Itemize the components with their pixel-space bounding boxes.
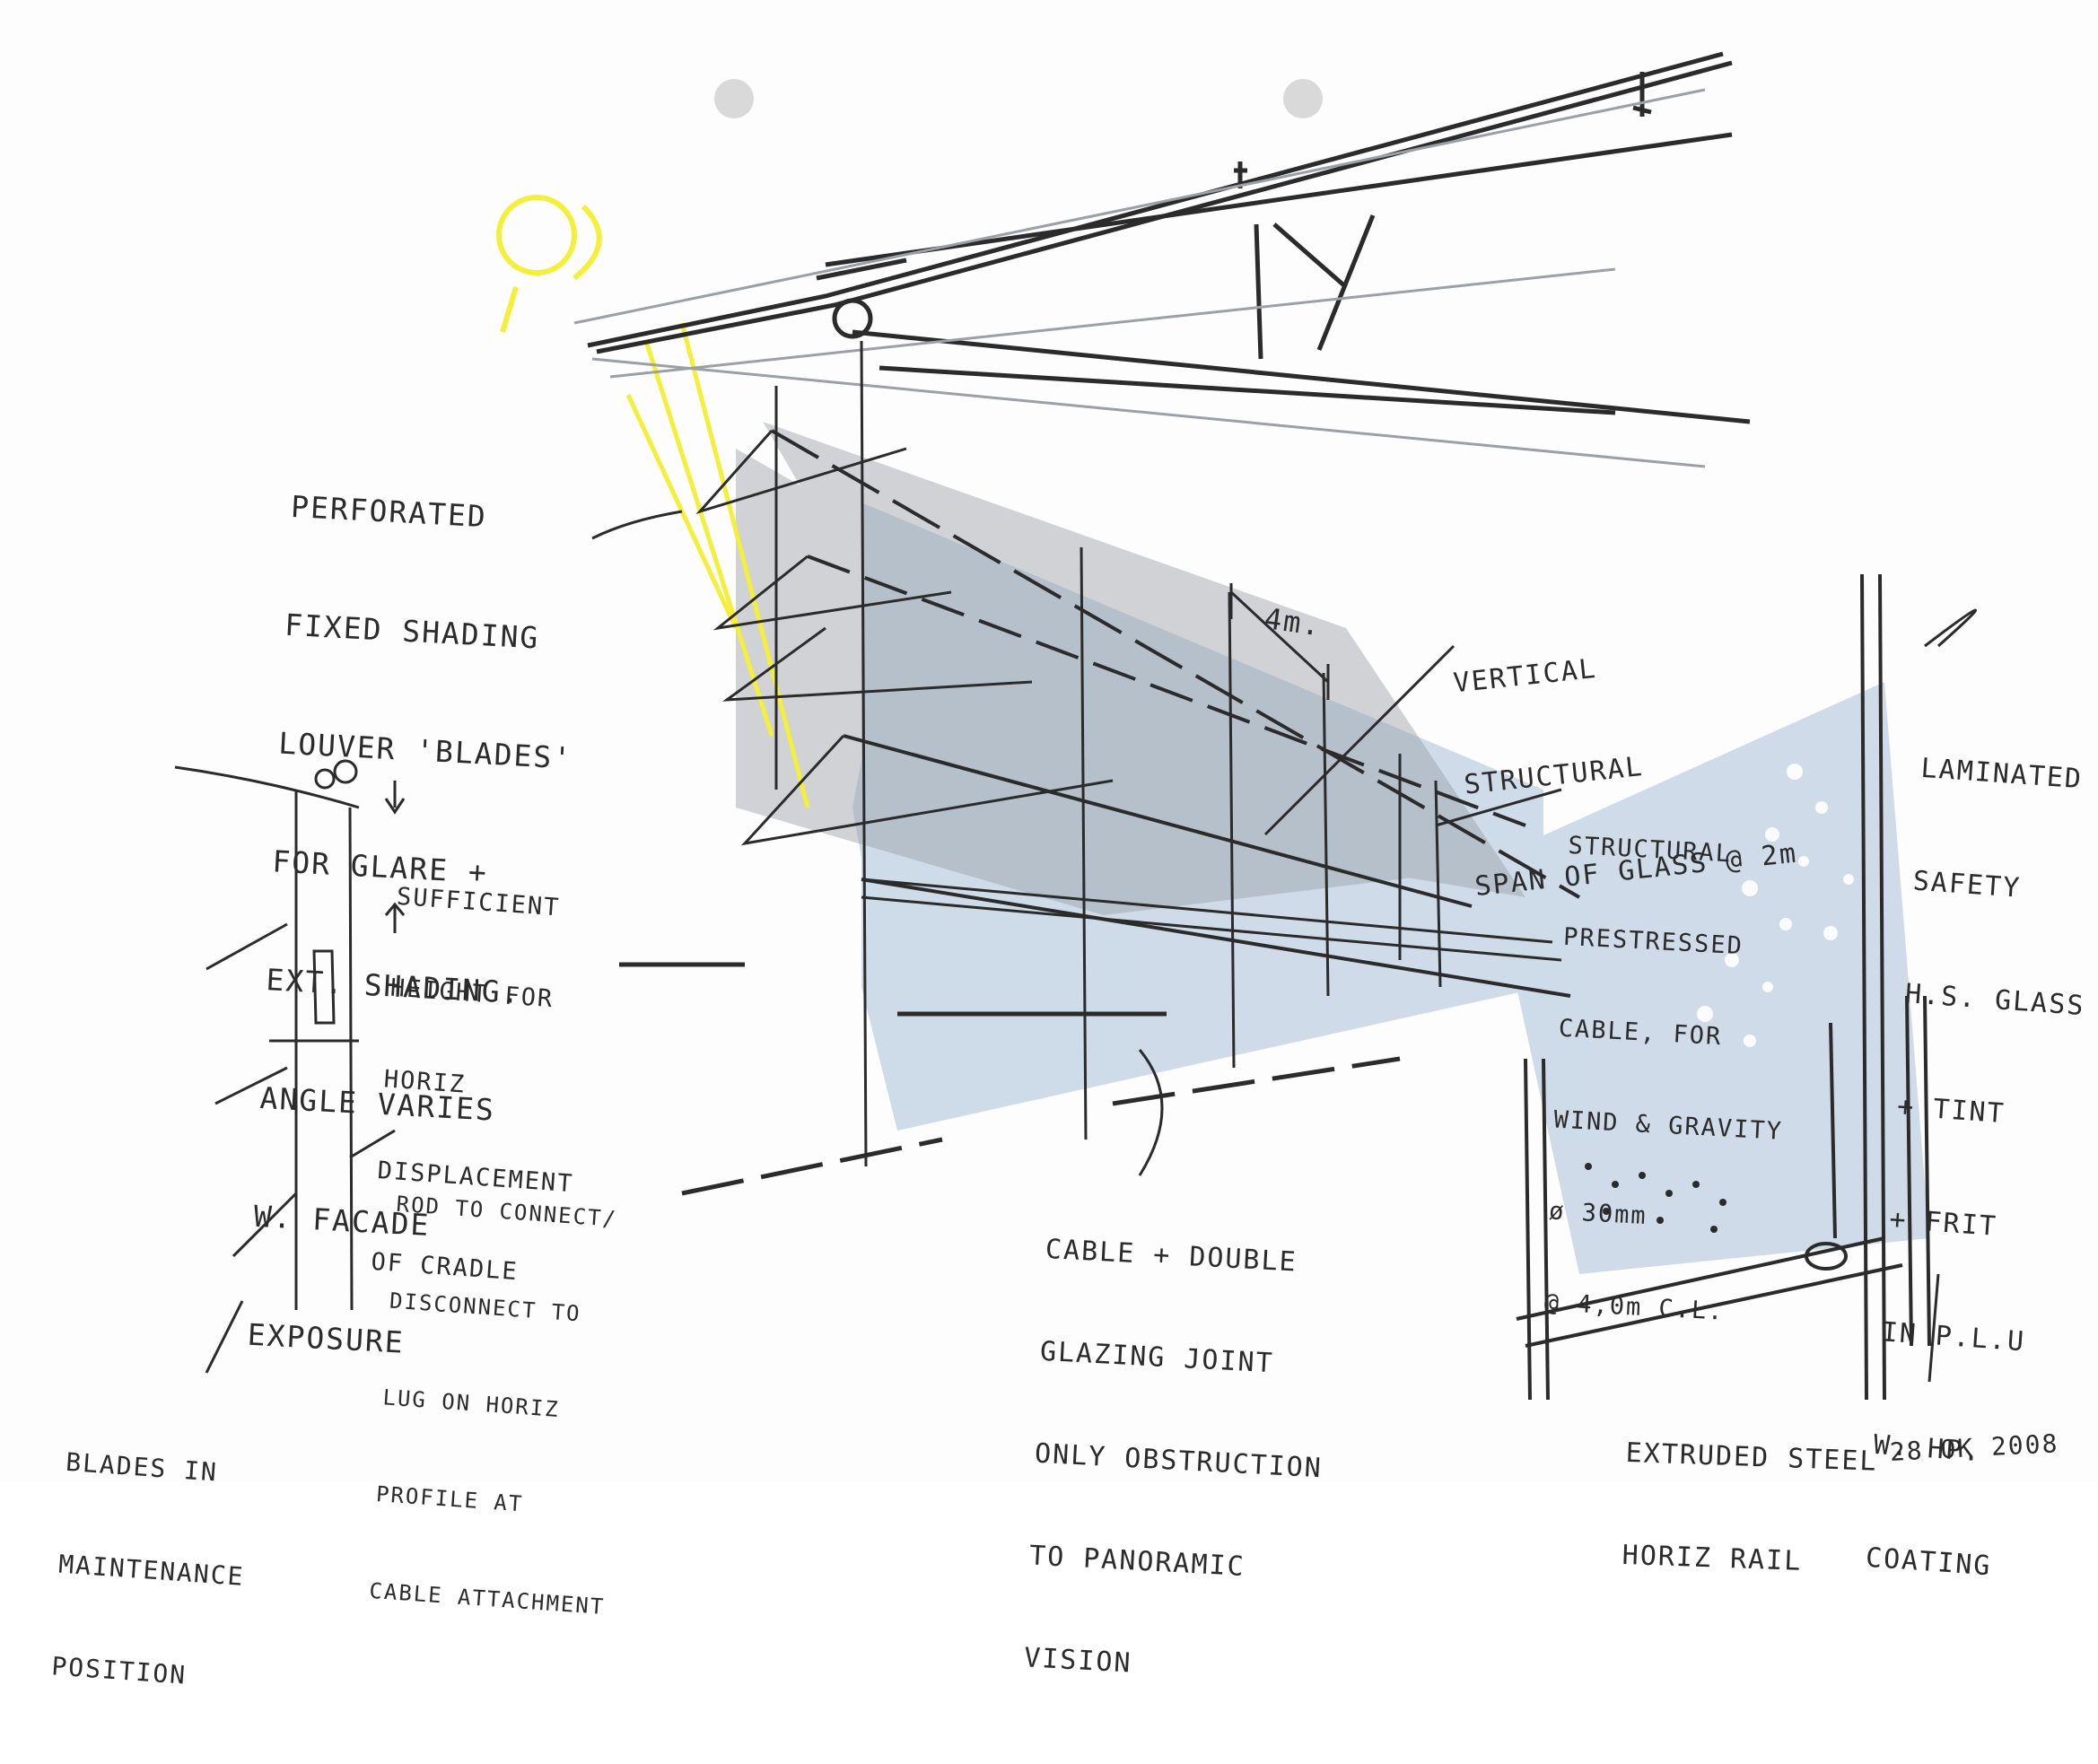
annotation-line: SAFETY <box>1911 865 2023 904</box>
annotation-line: GLAZING JOINT <box>1039 1335 1275 1380</box>
annotation-line: BLADES IN <box>65 1446 219 1488</box>
steel-rail-annotation: EXTRUDED STEEL HORIZ RAIL <box>1619 1368 1880 1650</box>
annotation-line: TO PANORAMIC <box>1028 1540 1246 1583</box>
annotation-line: WIND & GRAVITY <box>1552 1105 1784 1146</box>
annotation-line: DISCONNECT TO <box>389 1288 582 1327</box>
annotation-line: PRESTRESSED <box>1562 922 1744 961</box>
annotation-line: PERFORATED <box>290 488 488 535</box>
annotation-line: COATING <box>1864 1541 1993 1583</box>
frit-dots <box>1697 764 1854 1047</box>
annotation-line: CABLE + DOUBLE <box>1045 1233 1298 1279</box>
annotation-line: LUG ON HORIZ <box>381 1384 561 1422</box>
foreground-glass-mullion <box>1516 573 1931 1401</box>
annotation-line: MAINTENANCE <box>57 1549 246 1592</box>
foreground-frit-marks <box>1585 1163 1726 1233</box>
leader-lines <box>205 510 1977 1383</box>
pencil-roof-lines <box>573 88 1706 468</box>
vertical-cables <box>774 340 1442 1167</box>
dimension-marker <box>1229 583 1330 700</box>
sun-icon <box>496 195 602 333</box>
annotation-line: EXTRUDED STEEL <box>1625 1437 1879 1478</box>
annotation-line: IN P.L.U <box>1880 1316 2027 1358</box>
pencil-shading <box>736 422 1525 915</box>
annotation-line: FIXED SHADING <box>284 607 541 656</box>
annotation-line: HEIGHT FOR <box>389 974 555 1014</box>
annotation-line: HORIZ RAIL <box>1622 1539 1803 1577</box>
annotation-line: PROFILE AT <box>375 1481 525 1517</box>
annotation-line: + FRIT <box>1888 1203 1998 1243</box>
rod-connection-annotation: ROD TO CONNECT/ DISCONNECT TO LUG ON HOR… <box>363 1123 637 1688</box>
annotation-line: POSITION <box>50 1651 188 1690</box>
facade-sketch-drawing <box>174 51 1977 1401</box>
binder-hole <box>1283 79 1323 118</box>
annotation-line: HORIZ <box>382 1065 468 1099</box>
annotation-line: CABLE, FOR <box>1558 1014 1724 1052</box>
annotation-line: @ 4,0m C.L. <box>1543 1288 1726 1326</box>
sketch-sheet: PERFORATED FIXED SHADING LOUVER 'BLADES'… <box>50 51 2086 1690</box>
roof-truss <box>587 51 1751 424</box>
annotation-line: ROD TO CONNECT/ <box>395 1191 618 1232</box>
glass-blue-wash <box>852 502 1929 1274</box>
annotation-line: ONLY OBSTRUCTION <box>1034 1437 1324 1485</box>
glass-slope-lines <box>770 429 1581 998</box>
louver-blades <box>695 430 1562 962</box>
annotation-line: LOUVER 'BLADES' <box>277 725 574 776</box>
annotation-line: CABLE ATTACHMENT <box>368 1577 607 1620</box>
annotation-line: ø 30mm <box>1548 1197 1648 1231</box>
annotation-line: H.S. GLASS <box>1903 978 2086 1023</box>
annotation-line: VISION <box>1023 1642 1133 1680</box>
annotation-line: SUFFICIENT <box>396 882 562 922</box>
section-detail <box>174 759 406 1311</box>
annotation-line: STRUCTURAL <box>1567 831 1733 869</box>
annotation-line: + TINT <box>1896 1090 2006 1131</box>
structural-cable-annotation: STRUCTURAL PRESTRESSED CABLE, FOR WIND &… <box>1540 770 1801 1391</box>
annotation-line: LAMINATED <box>1919 752 2085 796</box>
maintenance-blades-annotation: BLADES IN MAINTENANCE POSITION <box>46 1377 258 1764</box>
annotation-line: VERTICAL <box>1452 652 1599 700</box>
glazing-joint-annotation: CABLE + DOUBLE GLAZING JOINT ONLY OBSTRU… <box>1019 1165 1337 1759</box>
binder-hole <box>714 79 754 118</box>
